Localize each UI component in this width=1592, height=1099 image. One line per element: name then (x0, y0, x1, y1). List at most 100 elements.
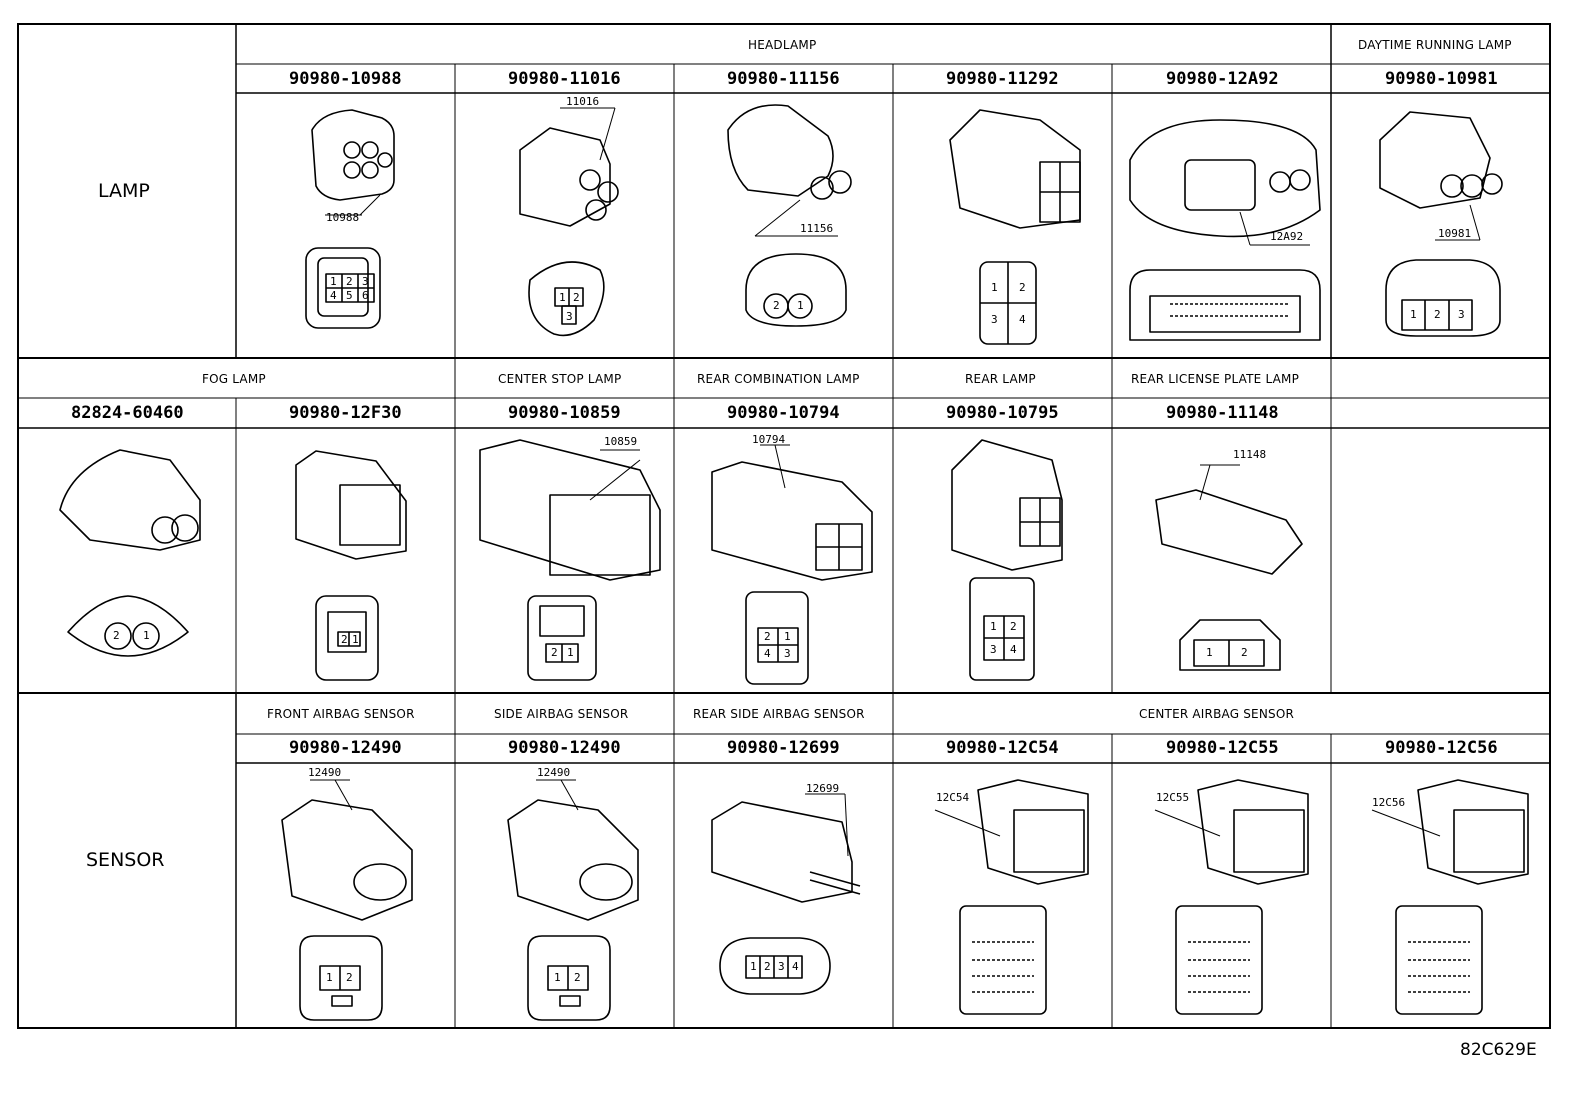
pin-number: 2 (1019, 281, 1026, 294)
drawing-tag: 12C55 (1156, 791, 1190, 804)
header-rear-license-plate-lamp: REAR LICENSE PLATE LAMP (1131, 372, 1300, 386)
part-number: 90980-12699 (727, 738, 840, 758)
part-number: 90980-12C55 (1166, 738, 1279, 758)
pin-number: 4 (764, 647, 771, 660)
connector-drawing-10859 (479, 439, 661, 681)
part-number: 90980-12A92 (1166, 69, 1279, 89)
connector-drawing-12C55 (1154, 779, 1309, 1015)
drawing-tag: 12C54 (936, 791, 970, 804)
pin-number: 1 (1410, 308, 1417, 321)
header-rear-combination-lamp: REAR COMBINATION LAMP (697, 372, 860, 386)
pin-number: 2 (113, 629, 120, 642)
pin-number: 2 (573, 291, 580, 304)
connector-drawing-12490-front (281, 779, 413, 1021)
header-front-airbag-sensor: FRONT AIRBAG SENSOR (267, 707, 415, 721)
pin-number: 1 (797, 299, 804, 312)
pin-number: 1 (750, 960, 757, 973)
pin-number: 2 (773, 299, 780, 312)
header-rear-side-airbag-sensor: REAR SIDE AIRBAG SENSOR (693, 707, 865, 721)
connector-drawing-10988 (305, 109, 395, 329)
pin-number: 3 (362, 275, 369, 288)
pin-number: 1 (784, 630, 791, 643)
connector-drawing-10981 (1379, 111, 1503, 337)
header-headlamp: HEADLAMP (748, 38, 817, 52)
pin-number: 4 (792, 960, 799, 973)
pin-number: 2 (764, 960, 771, 973)
pin-number: 5 (346, 289, 353, 302)
part-number: 90980-11148 (1166, 403, 1279, 423)
part-number: 90980-10794 (727, 403, 840, 423)
drawing-tag: 10981 (1438, 227, 1472, 240)
drawing-tag: 11148 (1233, 448, 1267, 461)
pin-number: 4 (330, 289, 337, 302)
part-number: 90980-10859 (508, 403, 621, 423)
drawing-tag: 11016 (566, 95, 600, 108)
drawing-tag: 10794 (752, 433, 786, 446)
part-number: 90980-12F30 (289, 403, 402, 423)
pin-number: 4 (1019, 313, 1026, 326)
part-number: 90980-11016 (508, 69, 621, 89)
connector-drawing-12490-side (507, 779, 639, 1021)
connector-drawing-12A92 (1129, 119, 1321, 341)
pin-number: 2 (346, 275, 353, 288)
connector-drawing-11016 (519, 107, 619, 337)
pin-number: 1 (352, 633, 359, 646)
pin-number: 1 (330, 275, 337, 288)
pin-number: 3 (784, 647, 791, 660)
pin-number: 2 (1241, 646, 1248, 659)
pin-number: 2 (1010, 620, 1017, 633)
connector-drawing-11148 (1155, 464, 1303, 671)
connector-drawing-12C56 (1371, 779, 1529, 1015)
part-number: 90980-12C56 (1385, 738, 1498, 758)
category-label-lamp: LAMP (98, 180, 150, 202)
pin-number: 3 (1458, 308, 1465, 321)
header-center-stop-lamp: CENTER STOP LAMP (498, 372, 622, 386)
pin-number: 3 (991, 313, 998, 326)
drawing-tag: 12C56 (1372, 796, 1406, 809)
part-number: 90980-10981 (1385, 69, 1498, 89)
pin-number: 4 (1010, 643, 1017, 656)
header-daytime-running-lamp: DAYTIME RUNNING LAMP (1358, 38, 1512, 52)
drawing-tag: 12490 (308, 766, 342, 779)
connector-drawing-12F30 (295, 450, 407, 681)
part-number: 90980-12490 (508, 738, 621, 758)
connector-drawing-12C54 (934, 779, 1089, 1015)
figure-reference: 82C629E (1460, 1040, 1537, 1060)
connector-drawing-11292 (949, 109, 1081, 345)
connector-drawing-10794 (711, 444, 873, 685)
category-label-sensor: SENSOR (86, 849, 165, 871)
header-fog-lamp: FOG LAMP (202, 372, 266, 386)
pin-number: 2 (764, 630, 771, 643)
pin-number: 2 (551, 646, 558, 659)
pin-number: 3 (566, 310, 573, 323)
part-number: 90980-12490 (289, 738, 402, 758)
pin-number: 1 (991, 281, 998, 294)
pin-number: 1 (559, 291, 566, 304)
pin-number: 3 (990, 643, 997, 656)
drawing-tag: 12699 (806, 782, 840, 795)
drawing-tag: 10859 (604, 435, 638, 448)
part-number: 90980-10988 (289, 69, 402, 89)
pin-number: 1 (567, 646, 574, 659)
connector-drawing-82824-60460 (59, 449, 201, 657)
header-rear-lamp: REAR LAMP (965, 372, 1036, 386)
pin-number: 2 (341, 633, 348, 646)
pin-number: 2 (1434, 308, 1441, 321)
header-side-airbag-sensor: SIDE AIRBAG SENSOR (494, 707, 629, 721)
pin-number: 2 (574, 971, 581, 984)
header-center-airbag-sensor: CENTER AIRBAG SENSOR (1139, 707, 1295, 721)
drawing-tag: 12A92 (1270, 230, 1304, 243)
pin-number: 1 (554, 971, 561, 984)
pin-number: 1 (1206, 646, 1213, 659)
connector-drawing-11156 (727, 104, 852, 327)
pin-number: 1 (990, 620, 997, 633)
drawing-tag: 11156 (800, 222, 834, 235)
pin-number: 3 (778, 960, 785, 973)
part-number: 82824-60460 (71, 403, 184, 423)
pin-number: 6 (362, 289, 369, 302)
connector-drawing-10795 (951, 439, 1063, 681)
part-number: 90980-12C54 (946, 738, 1059, 758)
part-number: 90980-10795 (946, 403, 1059, 423)
pin-number: 1 (326, 971, 333, 984)
